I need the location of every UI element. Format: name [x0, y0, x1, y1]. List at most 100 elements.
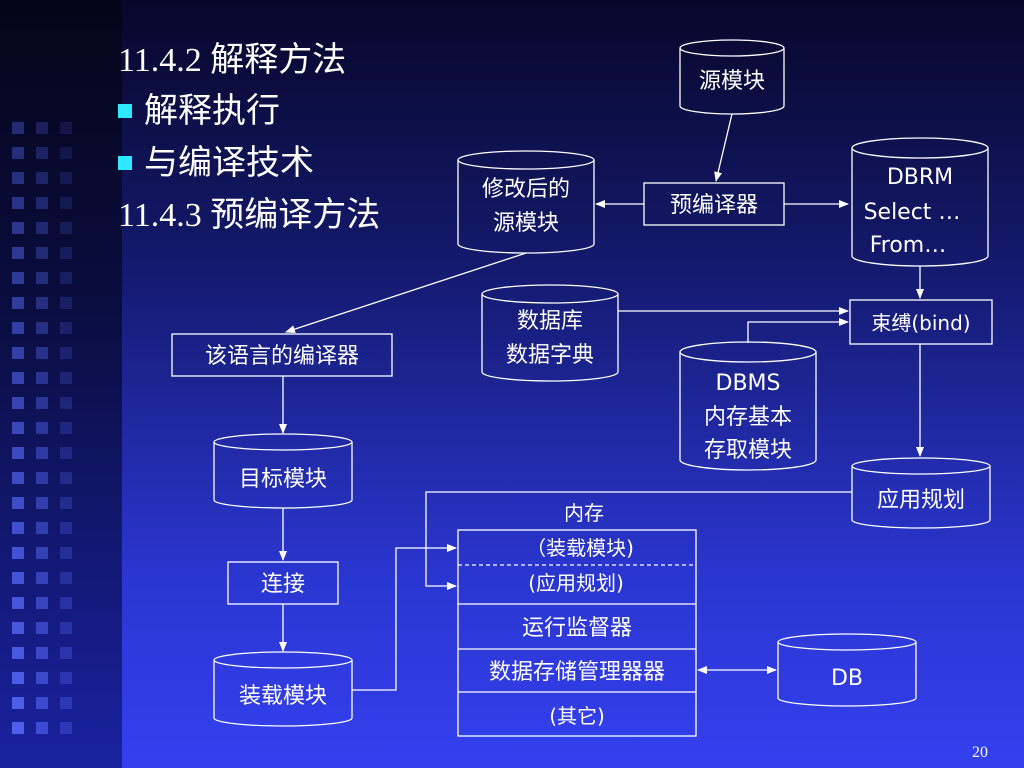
modified-source-label-1: 修改后的	[482, 177, 570, 202]
decor-square	[12, 172, 24, 184]
decor-square	[12, 222, 24, 234]
left-decoration-band	[0, 0, 122, 768]
bullet-icon	[118, 156, 132, 171]
db-cylinder	[777, 633, 917, 707]
link-label: 连接	[261, 572, 305, 597]
decor-square	[60, 197, 72, 209]
modified-source-cylinder	[457, 150, 595, 254]
decor-square	[60, 697, 72, 709]
decor-square	[36, 622, 48, 634]
decor-square	[60, 297, 72, 309]
decor-square	[12, 497, 24, 509]
decor-square	[12, 372, 24, 384]
decor-square	[12, 297, 24, 309]
decor-square	[12, 247, 24, 259]
decor-square	[12, 697, 24, 709]
app-plan-label: 应用规划	[877, 488, 965, 513]
decor-square	[12, 422, 24, 434]
decor-square	[12, 197, 24, 209]
decor-square	[60, 547, 72, 559]
decor-square	[36, 372, 48, 384]
decor-square	[12, 347, 24, 359]
decor-square	[60, 647, 72, 659]
dbrm-label-1: DBRM	[887, 165, 953, 190]
decor-square	[36, 172, 48, 184]
decor-square	[60, 397, 72, 409]
decor-square	[60, 622, 72, 634]
decor-square	[60, 672, 72, 684]
decor-square	[36, 122, 48, 134]
decor-square	[12, 597, 24, 609]
decor-square	[36, 222, 48, 234]
bind-label: 束缚(bind)	[871, 311, 970, 335]
heading-11-4-2: 11.4.2 解释方法	[118, 42, 347, 79]
decor-square	[60, 222, 72, 234]
decor-square	[60, 172, 72, 184]
decor-square	[36, 147, 48, 159]
app-plan-cylinder	[851, 457, 991, 529]
decor-square	[12, 722, 24, 734]
decor-square	[36, 322, 48, 334]
decor-square	[12, 672, 24, 684]
page-number: 20	[972, 744, 988, 761]
decor-square	[60, 347, 72, 359]
decor-square	[12, 572, 24, 584]
decor-square	[36, 547, 48, 559]
lang-compiler-box	[171, 333, 393, 377]
decor-square	[12, 147, 24, 159]
decor-square	[36, 647, 48, 659]
arrow-load-to-memory	[352, 544, 457, 691]
decor-square	[36, 297, 48, 309]
decor-square	[36, 497, 48, 509]
decor-square	[60, 122, 72, 134]
target-module-label: 目标模块	[239, 467, 327, 492]
decor-square	[60, 372, 72, 384]
bullet-item-2: 与编译技术	[118, 147, 314, 181]
decor-square	[12, 397, 24, 409]
decor-square	[60, 572, 72, 584]
decor-square	[60, 147, 72, 159]
mem-monitor-label: 运行监督器	[522, 616, 632, 641]
load-module-label: 装载模块	[239, 684, 327, 709]
decor-square	[60, 472, 72, 484]
decor-square	[60, 322, 72, 334]
decor-square	[36, 472, 48, 484]
decor-square	[60, 597, 72, 609]
decor-square	[36, 722, 48, 734]
decor-square	[60, 722, 72, 734]
decor-square	[36, 272, 48, 284]
modified-source-label-2: 源模块	[493, 211, 559, 236]
decor-square	[36, 347, 48, 359]
decor-square	[12, 647, 24, 659]
arrow-plan-to-memory	[425, 491, 852, 590]
memory-box	[457, 529, 697, 737]
bullet-icon	[118, 104, 132, 119]
dbms-label-3: 存取模块	[704, 438, 792, 463]
dbms-label-2: 内存基本	[704, 405, 792, 430]
db-dict-label-1: 数据库	[517, 309, 583, 334]
dbrm-label-3: From…	[870, 233, 947, 258]
decor-square	[60, 422, 72, 434]
arrow-source-to-precompiler	[714, 113, 733, 182]
mem-other-label: (其它)	[549, 704, 605, 728]
decor-square	[36, 572, 48, 584]
decor-square	[12, 122, 24, 134]
decor-square	[36, 247, 48, 259]
decor-square	[60, 497, 72, 509]
decor-square	[60, 247, 72, 259]
decor-square	[36, 672, 48, 684]
decor-square	[36, 522, 48, 534]
decor-square	[36, 447, 48, 459]
mem-load-label: （装载模块)	[526, 536, 634, 560]
mem-plan-label: (应用规划)	[528, 571, 624, 595]
decor-square	[36, 197, 48, 209]
mem-storage-label: 数据存储管理器器	[489, 660, 665, 685]
decor-square	[36, 422, 48, 434]
load-module-cylinder	[213, 651, 353, 727]
decor-square	[36, 397, 48, 409]
memory-label: 内存	[564, 501, 604, 525]
decor-square	[12, 322, 24, 334]
arrow-dbms-to-bind	[747, 318, 849, 343]
dbrm-label-2: Select …	[864, 200, 961, 225]
